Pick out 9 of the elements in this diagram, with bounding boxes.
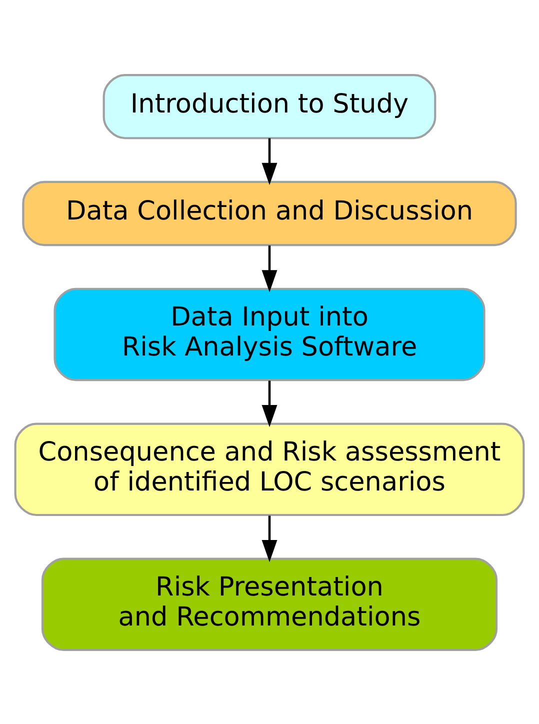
arrow bbox=[262, 380, 278, 427]
arrow bbox=[262, 515, 278, 562]
arrow bbox=[262, 245, 278, 292]
node-box: Consequence and Risk assessment of identified LOC scenarios bbox=[14, 422, 525, 516]
node-box: Data Collection and Discussion bbox=[22, 180, 517, 246]
arrow bbox=[262, 138, 278, 184]
node-box: Introduction to Study bbox=[102, 73, 436, 139]
node-box: Risk Presentation and Recommendations bbox=[41, 557, 498, 651]
node-box: Data Input into Risk Analysis Software bbox=[54, 287, 486, 381]
